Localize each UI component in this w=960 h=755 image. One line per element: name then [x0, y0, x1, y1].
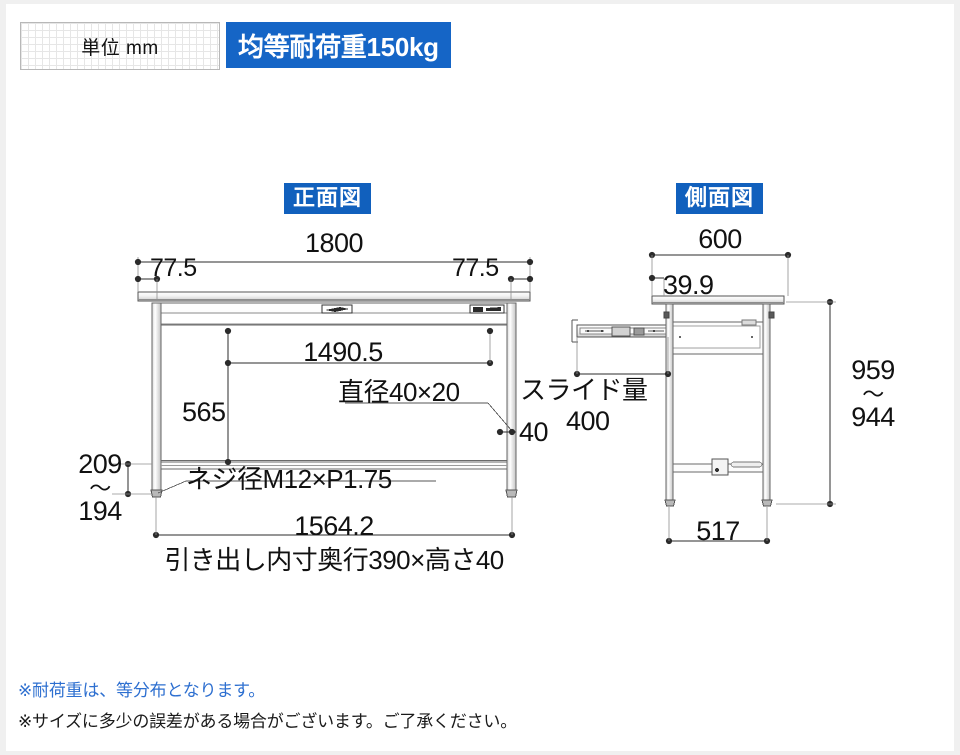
unit-label-box: 単位 mm: [20, 22, 220, 70]
dim-height-range-tilde: 〜: [862, 381, 884, 407]
label-drawer-inner: 引き出し内寸奥行390×高さ40: [164, 545, 504, 575]
front-view-dimensions: [112, 257, 534, 539]
label-screw: ネジ径M12×P1.75: [186, 464, 392, 494]
dim-foot-range-top: 209: [78, 449, 122, 479]
dim-height-range-top: 959: [851, 355, 895, 385]
dim-inset-right: 77.5: [452, 254, 499, 282]
dim-foot-span: 517: [696, 516, 740, 546]
note-size-tolerance: ※サイズに多少の誤差がある場合がございます。ご了承ください。: [18, 712, 518, 731]
side-view-geometry: [571, 295, 785, 507]
front-view-badge: 正面図: [284, 183, 372, 215]
dim-overall-width: 1800: [304, 228, 364, 258]
dim-height-range: 959 〜 944: [838, 355, 908, 433]
load-capacity-badge: 均等耐荷重150kg: [226, 22, 451, 68]
side-view-badge: 側面図: [676, 183, 764, 215]
label-diameter: 直径40×20: [338, 377, 460, 407]
dim-shelf-offset: 40: [519, 417, 549, 447]
dim-leg-span: 1564.2: [294, 511, 374, 541]
side-view-dimensions: [573, 251, 836, 545]
dim-foot-range-bottom: 194: [78, 496, 122, 527]
dim-top-overhang: 39.9: [663, 270, 714, 300]
front-view-geometry: [137, 291, 531, 498]
label-slide: スライド量: [520, 375, 648, 405]
dim-drawer-width: 1490.5: [303, 337, 383, 367]
unit-label-text: 単位 mm: [81, 37, 159, 59]
dim-foot-range: 209 〜 194: [74, 449, 126, 527]
dim-depth: 600: [698, 224, 742, 254]
dim-height-under-top: 565: [182, 397, 226, 427]
dim-foot-range-tilde: 〜: [89, 475, 111, 501]
dim-slide-amount: 400: [566, 406, 610, 436]
note-load-distribution: ※耐荷重は、等分布となります。: [18, 681, 266, 700]
dim-height-range-bottom: 944: [851, 402, 895, 433]
dim-inset-left: 77.5: [150, 254, 197, 282]
